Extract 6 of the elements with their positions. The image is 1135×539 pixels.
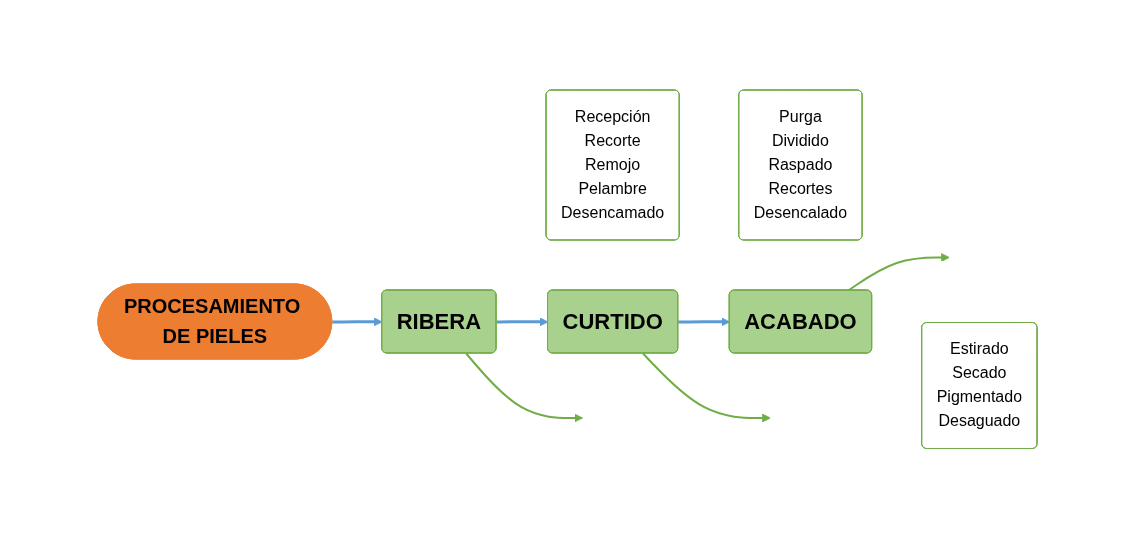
arrow	[465, 352, 583, 423]
arrow	[642, 352, 771, 423]
arrow	[496, 317, 549, 327]
arrow	[847, 253, 950, 292]
arrow	[678, 317, 731, 327]
arrow	[332, 317, 383, 327]
